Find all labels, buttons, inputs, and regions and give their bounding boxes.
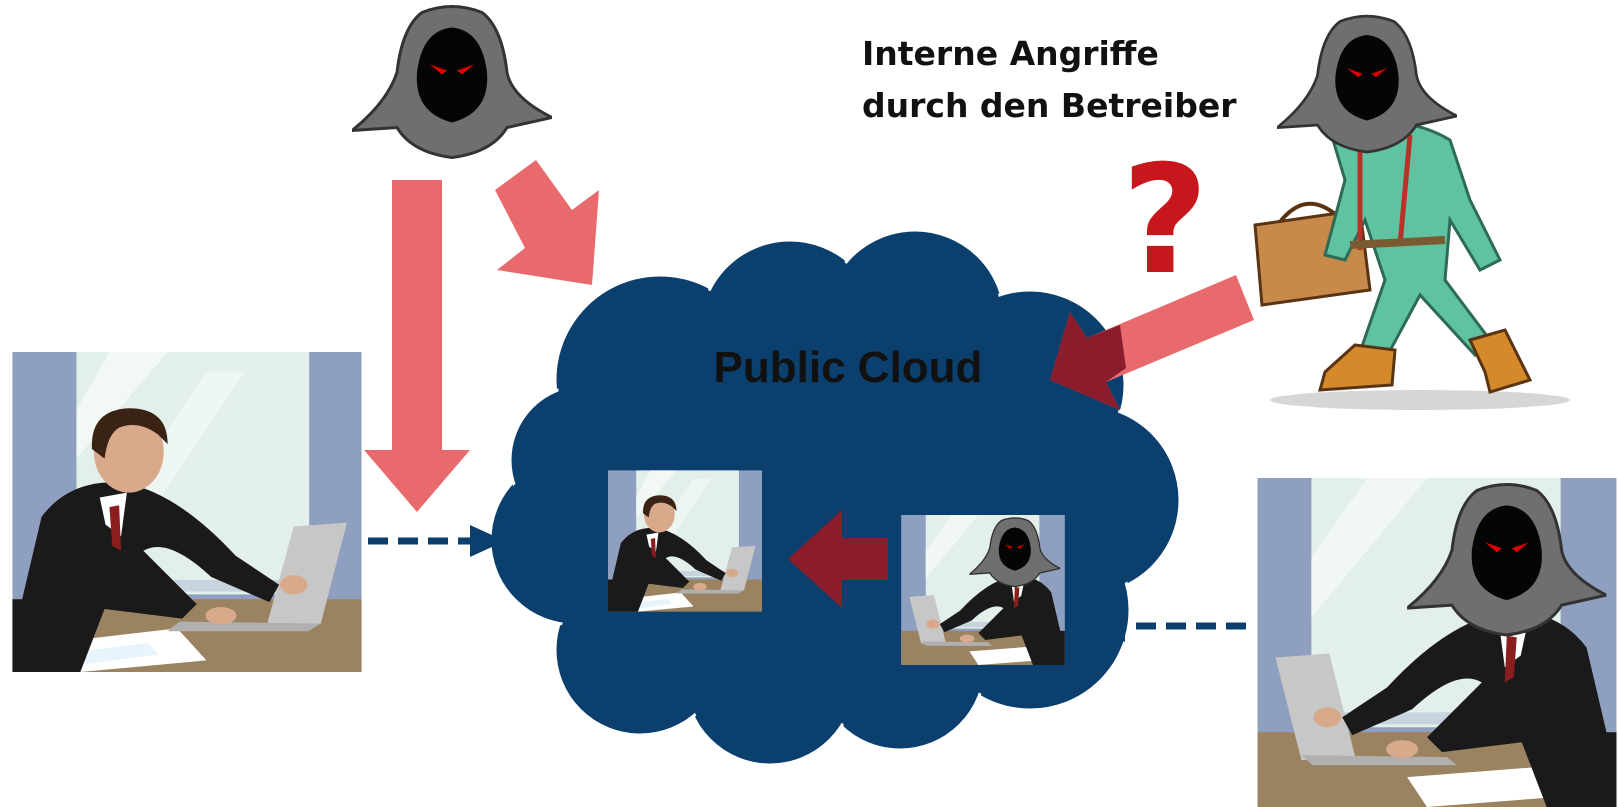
vm-legitimate-icon	[608, 470, 762, 612]
annotation-line-2: durch den Betreiber	[862, 86, 1237, 125]
access-arrow-right	[1090, 610, 1246, 642]
public-cloud: Public Cloud	[488, 228, 1182, 767]
vm-malicious-icon	[901, 515, 1065, 665]
hooded-user-at-laptop-icon	[1258, 478, 1617, 807]
hooded-attacker-icon	[352, 4, 552, 160]
attack-arrow-diagonal	[495, 160, 599, 285]
access-arrow-left	[368, 525, 505, 557]
businessman-at-laptop-icon	[12, 352, 362, 672]
attack-arrow-from-technician-overlap	[1050, 312, 1126, 410]
annotation-line-1: Interne Angriffe	[862, 34, 1159, 73]
question-mark-icon: ?	[1121, 134, 1208, 308]
vm-attack-arrow	[788, 510, 888, 608]
technician-attacker-icon	[1253, 14, 1570, 410]
attack-arrow-down	[364, 180, 470, 512]
cloud-label: Public Cloud	[714, 343, 983, 392]
internal-attacks-annotation: Interne Angriffe durch den Betreiber	[862, 28, 1236, 132]
